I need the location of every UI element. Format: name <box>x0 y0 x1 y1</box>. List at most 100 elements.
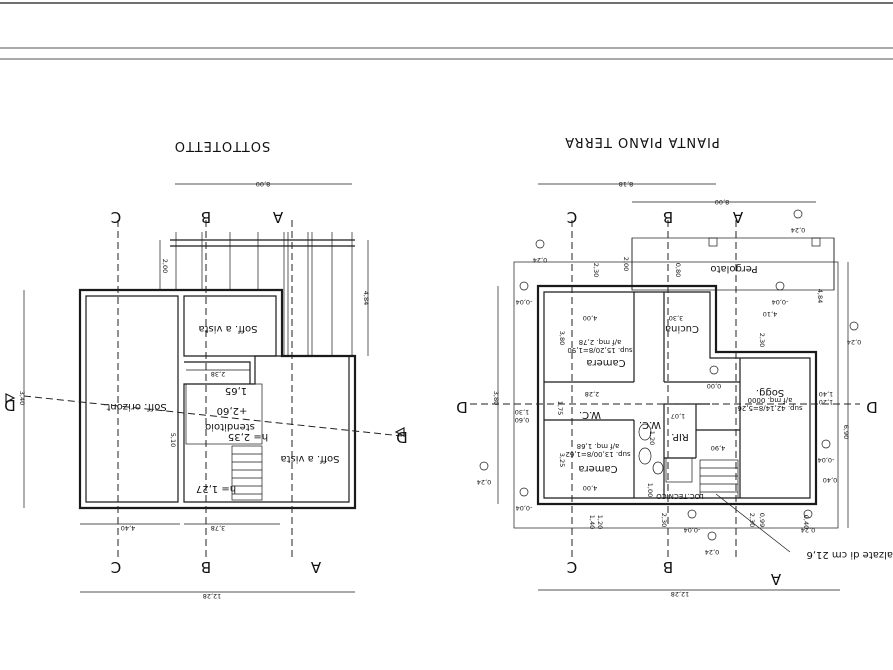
dim-right-060: 0,60 <box>515 416 529 424</box>
dim-right-100: 1,00 <box>646 483 654 497</box>
dim-right-325: 3,25 <box>558 453 566 467</box>
label-af-sogg: a/f mq. 0000 <box>748 396 793 404</box>
dim-right-107: 1,07 <box>671 412 685 420</box>
label-camera-top: Camera <box>586 357 625 368</box>
level-6: 0,00 <box>707 382 721 390</box>
right-section-d-left: D <box>456 398 468 416</box>
dim-left-510: 5,10 <box>169 433 177 447</box>
right-section-b-bottom: B <box>663 558 673 576</box>
dim-right-484: 4,84 <box>816 289 824 303</box>
section-a-bottom: A <box>310 558 321 576</box>
section-d-left: D <box>4 396 16 414</box>
pergola-beams <box>170 232 355 356</box>
label-soff-orizzont: Soff. orizont. <box>103 401 167 412</box>
right-plan: PIANTA PIANO TERRA 8,18 8,00 Pergolato <box>456 134 893 598</box>
dim-right-230-c: 2,30 <box>748 513 756 527</box>
dim-right-040-a: 0,40 <box>823 476 837 484</box>
dim-right-680: 3,80 <box>492 391 500 405</box>
right-section-a-top: A <box>732 208 743 226</box>
label-af-camera-bottom: a/f mq. 1,68 <box>577 442 620 450</box>
dim-right-140-b: 1,40 <box>588 515 596 529</box>
dim-left-340: 3,40 <box>18 391 26 405</box>
label-wc-1: W.C. <box>579 409 601 420</box>
right-section-d-right: D <box>866 398 878 416</box>
dim-right-040-b: 0,40 <box>802 515 810 529</box>
section-line-d <box>23 395 403 437</box>
label-camera-bottom: Camera <box>578 463 617 474</box>
dim-left-440: 4,40 <box>121 524 135 532</box>
dim-right-175: 1,75 <box>556 401 564 415</box>
dim-right-130: 1,30 <box>515 408 529 416</box>
section-b-top: B <box>201 208 211 226</box>
level-9: -0,04 <box>516 504 533 512</box>
dim-left-top: 8,00 <box>256 180 270 188</box>
dim-right-120-b: 1,20 <box>819 398 833 406</box>
level-12: 0,24 <box>801 526 815 534</box>
label-sogg: Sogg. <box>756 387 784 398</box>
level-4: -0,04 <box>772 298 789 306</box>
level-7: -0,04 <box>818 456 835 464</box>
level-11: 0,24 <box>705 548 719 556</box>
level-8: 0,24 <box>477 478 491 486</box>
right-section-c-top: C <box>567 208 577 226</box>
section-c-bottom: C <box>111 558 121 576</box>
label-sup-camera-top: sup. 15,20/8=1,90 <box>567 346 632 354</box>
dim-right-099: 0,99 <box>758 513 766 527</box>
section-a-top: A <box>272 208 283 226</box>
left-plan: SOTTOTETTO 8,00 2,00 4,84 <box>4 138 408 600</box>
dim-left-200: 2,00 <box>161 259 169 273</box>
dim-right-120-a: 1,20 <box>648 431 656 445</box>
dim-right-230-d: 2,30 <box>660 513 668 527</box>
section-b-bottom: B <box>201 558 211 576</box>
right-plan-title: PIANTA PIANO TERRA <box>564 134 720 149</box>
right-section-a-bottom: A <box>770 570 781 588</box>
level-2: 0,24 <box>791 226 805 234</box>
right-stair <box>699 459 739 499</box>
dim-right-400-bottom: 4,00 <box>583 484 597 492</box>
dim-left-378: 3,78 <box>211 524 225 532</box>
left-stair <box>231 445 263 501</box>
dim-right-230-b: 2,30 <box>758 333 766 347</box>
dim-right-1228: 12,28 <box>671 590 690 598</box>
label-loc-tecnico: LOC.TECNICO <box>656 492 704 500</box>
level-5: 0,24 <box>847 338 861 346</box>
right-section-c-bottom: C <box>567 558 577 576</box>
right-section-b-top: B <box>663 208 673 226</box>
bathroom-fixtures <box>638 423 693 483</box>
dim-right-818: 8,18 <box>619 180 633 188</box>
label-h-127: h= 1,27 <box>196 483 236 494</box>
dim-left-238: 2,38 <box>211 370 225 378</box>
dim-left-484: 4,84 <box>362 291 370 305</box>
label-pergolato: Pergolato <box>710 263 757 274</box>
level-markers <box>479 209 859 541</box>
interior-walls <box>544 292 741 498</box>
label-soff-vista-2: Soff. a vista <box>281 453 340 464</box>
dim-right-200: 2,00 <box>622 257 630 271</box>
label-cucina: Cucina <box>665 323 699 334</box>
label-lvl-165: 1,65 <box>225 385 247 396</box>
dim-right-230-a: 2,30 <box>592 263 600 277</box>
dim-right-690: 6,90 <box>842 425 850 439</box>
dim-right-140: 1,40 <box>819 390 833 398</box>
right-outer-walls <box>536 284 818 506</box>
dim-right-800: 8,00 <box>715 198 729 206</box>
dim-right-120-c: 1,20 <box>596 515 604 529</box>
left-outer-walls <box>78 288 357 510</box>
label-lvl-260: +2,60 <box>217 405 248 416</box>
level-3: -0,04 <box>516 298 533 306</box>
label-stenditoio: stenditoio <box>205 421 255 432</box>
dim-right-330: 3,30 <box>669 314 683 322</box>
label-af-camera-top: a/f mq. 2,78 <box>579 338 622 346</box>
dim-right-490: 4,90 <box>711 444 725 452</box>
dim-right-400-top: 4,00 <box>583 314 597 322</box>
left-plan-title: SOTTOTETTO <box>174 138 270 153</box>
level-1: 0,24 <box>533 256 547 264</box>
section-c-top: C <box>111 208 121 226</box>
label-wc-2: W.C. <box>639 419 661 430</box>
page-border <box>0 2 893 60</box>
label-alzate: alzate di cm 21,6 <box>806 549 893 560</box>
label-h-235: h= 2,35 <box>228 431 268 442</box>
level-10: -0,04 <box>684 526 701 534</box>
dim-left-1228: 12,28 <box>203 592 222 600</box>
